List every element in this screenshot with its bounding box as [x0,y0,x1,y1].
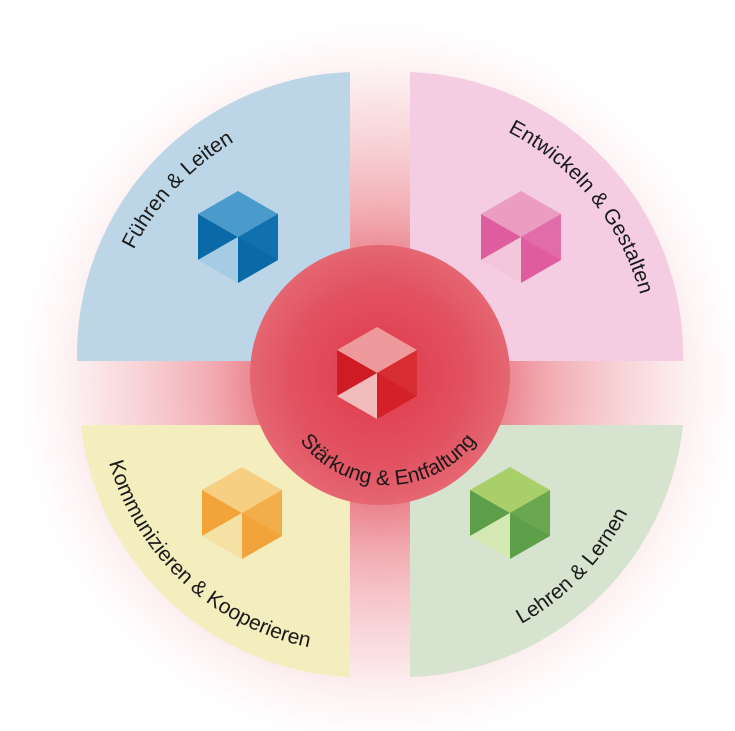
cube-icon-green [470,467,550,559]
quadrant-kommunizieren-kooperieren [81,425,350,677]
cube-icon-pink [481,191,561,283]
cube-icon-red [337,327,417,419]
cube-icon-blue [198,191,278,283]
cube-icon-orange [202,467,282,559]
